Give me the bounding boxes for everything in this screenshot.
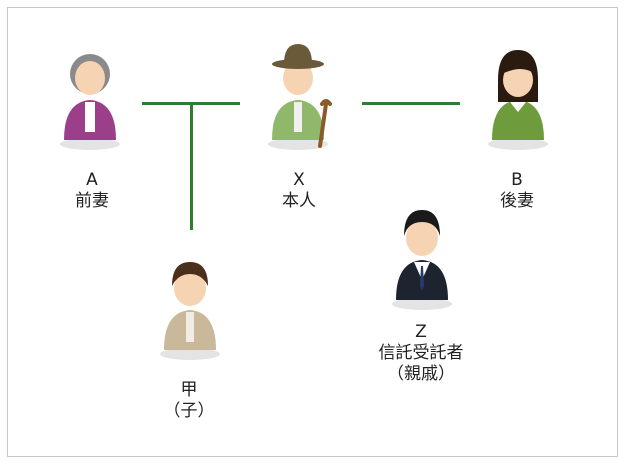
person-child-letter: 甲 xyxy=(180,380,198,400)
person-a-icon xyxy=(52,40,128,152)
person-z-label: Z 信託受託者 （親戚） xyxy=(379,322,464,385)
person-b-label: B 後妻 xyxy=(500,170,534,212)
person-child-role: （子） xyxy=(163,401,215,421)
person-z-role: 信託受託者 xyxy=(378,343,464,363)
person-a-label: A 前妻 xyxy=(75,170,109,212)
person-child-label: 甲 （子） xyxy=(164,380,215,422)
person-a-letter: A xyxy=(86,170,98,190)
person-x-role: 本人 xyxy=(282,191,316,211)
person-x-letter: X xyxy=(293,170,305,190)
person-x-label: X 本人 xyxy=(282,170,316,212)
person-b-icon xyxy=(480,40,556,152)
person-z-letter: Z xyxy=(415,322,427,342)
person-b-letter: B xyxy=(511,170,523,190)
person-z-note: （親戚） xyxy=(387,364,455,384)
person-child-icon xyxy=(152,250,228,362)
person-a-role: 前妻 xyxy=(75,191,109,211)
person-z-icon xyxy=(384,200,460,312)
person-b-role: 後妻 xyxy=(500,191,534,211)
descent-line-child xyxy=(190,102,193,230)
marriage-line-x-b xyxy=(362,102,460,105)
person-x-icon xyxy=(258,38,344,152)
